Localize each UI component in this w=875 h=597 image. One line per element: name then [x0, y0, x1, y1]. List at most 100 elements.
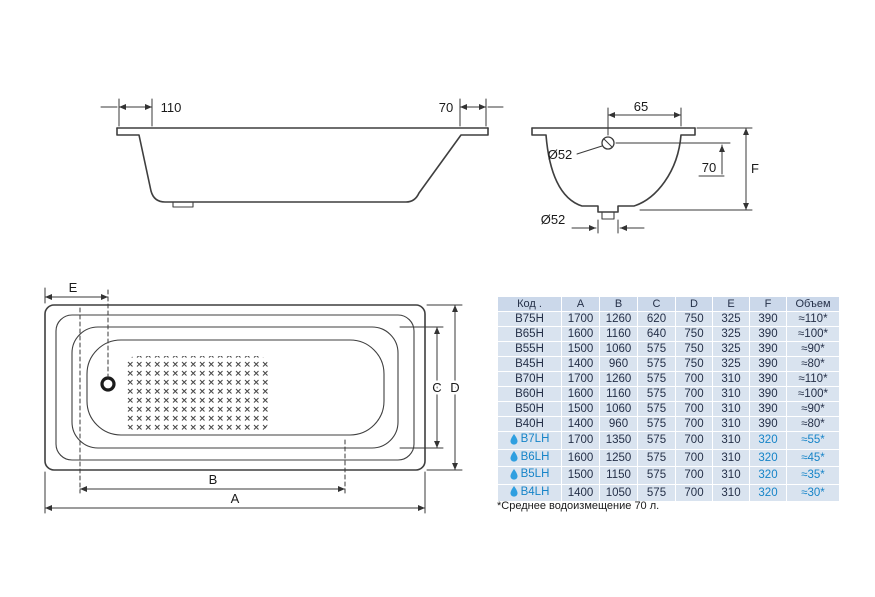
top-view-inner-rim: [55, 314, 415, 461]
value-cell: ≈80*: [786, 416, 840, 432]
value-cell: 320: [749, 483, 787, 502]
overflow-leader-line: [576, 145, 603, 155]
value-cell: 310: [712, 371, 750, 387]
value-cell: 390: [749, 341, 787, 357]
value-cell: 310: [712, 466, 750, 485]
value-cell: 750: [675, 311, 713, 327]
dim-label-side-right: 70: [439, 100, 453, 115]
code-cell: B5LH: [497, 466, 562, 485]
value-cell: 310: [712, 483, 750, 502]
value-cell: 325: [712, 326, 750, 342]
code-cell: B4LH: [497, 483, 562, 502]
value-cell: 575: [637, 466, 676, 485]
col-header-0: Код .: [497, 296, 562, 312]
dimension-A: [44, 471, 426, 514]
overflow-hole: [601, 136, 615, 150]
dimension-drain: [571, 219, 645, 234]
col-header-1: A: [561, 296, 600, 312]
side-view-drawing: 110 70: [100, 98, 504, 208]
value-cell: 960: [599, 416, 638, 432]
value-cell: 1260: [599, 311, 638, 327]
value-cell: ≈110*: [786, 371, 840, 387]
value-cell: 960: [599, 356, 638, 372]
value-cell: 310: [712, 386, 750, 402]
value-cell: ≈90*: [786, 401, 840, 417]
dimension-110: [100, 98, 153, 127]
value-cell: 575: [637, 448, 676, 467]
dim-label-C: C: [432, 380, 441, 395]
value-cell: ≈110*: [786, 311, 840, 327]
dim-label-lip-width: 110: [161, 100, 182, 115]
code-cell: B65H: [497, 326, 562, 342]
value-cell: 325: [712, 311, 750, 327]
value-cell: 575: [637, 483, 676, 502]
col-header-4: D: [675, 296, 713, 312]
drain-hole: [100, 376, 116, 392]
value-cell: 700: [675, 371, 713, 387]
top-view-drawing: E C D B: [44, 280, 463, 514]
water-drop-icon: [510, 433, 518, 445]
value-cell: 390: [749, 356, 787, 372]
value-cell: 1060: [599, 341, 638, 357]
value-cell: 1160: [599, 386, 638, 402]
top-view-opening: [71, 326, 399, 449]
value-cell: 620: [637, 311, 676, 327]
dim-label-overflow-diameter: Ø52: [548, 147, 573, 162]
antislip-pattern: [126, 356, 268, 432]
dim-label-E: E: [69, 280, 78, 295]
value-cell: 1500: [561, 341, 600, 357]
value-cell: 1060: [599, 401, 638, 417]
value-cell: 700: [675, 401, 713, 417]
value-cell: 1600: [561, 448, 600, 467]
value-cell: 1160: [599, 326, 638, 342]
value-cell: 320: [749, 466, 787, 485]
value-cell: 1700: [561, 431, 600, 450]
value-cell: 390: [749, 371, 787, 387]
section-view-drawing: 65 Ø52 70 F: [531, 99, 759, 234]
section-drain-spud: [601, 211, 615, 220]
value-cell: 1700: [561, 371, 600, 387]
dimension-C: [399, 326, 444, 449]
side-view-tub-outline: [116, 127, 489, 203]
value-cell: 1600: [561, 326, 600, 342]
dimension-65: [607, 107, 682, 136]
code-cell: B60H: [497, 386, 562, 402]
col-header-3: C: [637, 296, 676, 312]
value-cell: 390: [749, 386, 787, 402]
value-cell: 750: [675, 341, 713, 357]
value-cell: 700: [675, 431, 713, 450]
value-cell: 1400: [561, 483, 600, 502]
value-cell: 390: [749, 401, 787, 417]
value-cell: ≈35*: [786, 466, 840, 485]
value-cell: ≈100*: [786, 326, 840, 342]
value-cell: 750: [675, 356, 713, 372]
value-cell: 575: [637, 401, 676, 417]
value-cell: 310: [712, 448, 750, 467]
value-cell: 575: [637, 386, 676, 402]
value-cell: 700: [675, 448, 713, 467]
value-cell: ≈90*: [786, 341, 840, 357]
value-cell: 1600: [561, 386, 600, 402]
value-cell: 390: [749, 326, 787, 342]
value-cell: 1500: [561, 401, 600, 417]
col-header-6: F: [749, 296, 787, 312]
dim-label-drain-diameter: Ø52: [541, 212, 566, 227]
code-cell: B7LH: [497, 431, 562, 450]
value-cell: 320: [749, 448, 787, 467]
dim-label-65: 65: [634, 99, 648, 114]
value-cell: 700: [675, 483, 713, 502]
dim-label-B: B: [209, 472, 218, 487]
value-cell: 390: [749, 311, 787, 327]
value-cell: 310: [712, 401, 750, 417]
